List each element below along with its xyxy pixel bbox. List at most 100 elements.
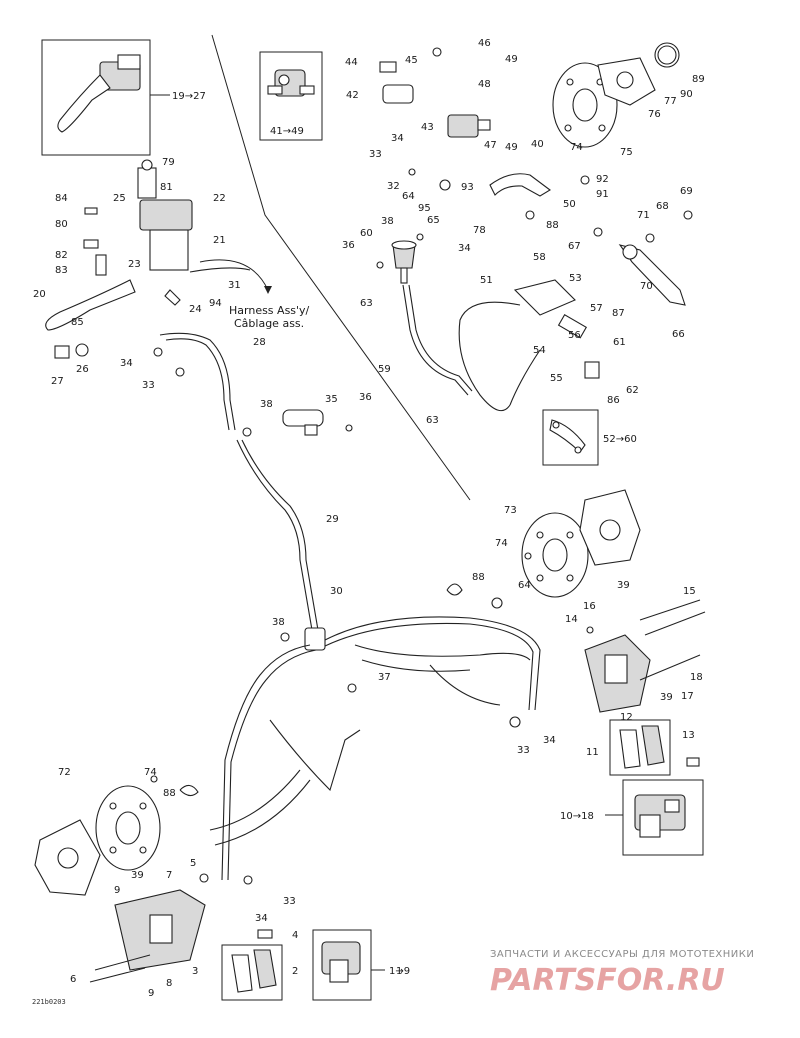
o-ring-89: [654, 42, 680, 68]
callout-29: 29: [326, 514, 339, 525]
frame-tubes: [209, 644, 531, 846]
callout-49a: 49: [505, 54, 518, 65]
callout-53: 53: [569, 273, 582, 284]
callout-88a: 88: [546, 220, 559, 231]
callout-95: 95: [418, 203, 431, 214]
callout-57: 57: [590, 303, 603, 314]
callout-30: 30: [330, 586, 343, 597]
callout-94: 94: [209, 298, 222, 309]
callout-70: 70: [640, 281, 653, 292]
watermark-tagline: ЗАПЧАСТИ И АКСЕССУАРЫ ДЛЯ МОТОТЕХНИКИ: [490, 949, 754, 960]
callout-24: 24: [189, 304, 202, 315]
harness-pointer: [199, 259, 269, 291]
watermark-brand: PARTSFOR.RU: [490, 963, 725, 998]
callout-2: 2: [292, 966, 298, 977]
callout-61: 61: [613, 337, 626, 348]
group-ref-1-9: 1→9: [389, 966, 410, 977]
callout-21: 21: [213, 235, 226, 246]
front-hub-right: [579, 489, 641, 566]
caliper-bracket-50: [489, 173, 551, 197]
callout-9b: 9: [148, 988, 154, 999]
callout-69: 69: [680, 186, 693, 197]
callout-39a: 39: [617, 580, 630, 591]
callout-72: 72: [58, 767, 71, 778]
inset-master-cylinder-box: [41, 39, 170, 156]
callout-91: 91: [596, 189, 609, 200]
callout-33d: 33: [283, 896, 296, 907]
callout-64a: 64: [402, 191, 415, 202]
callout-38b: 38: [381, 216, 394, 227]
callout-56: 56: [568, 330, 581, 341]
reservoir-60: [391, 240, 417, 284]
reservoir-hose-59: [402, 284, 473, 396]
callout-87: 87: [612, 308, 625, 319]
brake-hose-28: [159, 332, 236, 431]
callout-74a: 74: [570, 142, 583, 153]
small-hardware: [150, 47, 700, 939]
callout-62: 62: [626, 385, 639, 396]
callout-16: 16: [583, 601, 596, 612]
callout-42: 42: [346, 90, 359, 101]
callout-36a: 36: [359, 392, 372, 403]
diagram-code: 221b0203: [32, 998, 66, 1006]
brake-hose-29: [236, 439, 319, 631]
callout-labels: 1 2 3 4 5 6 7 8 9 9 11 12 13 14 15 16 17…: [33, 38, 705, 999]
front-master-cylinder: [45, 159, 251, 359]
callout-32: 32: [387, 181, 400, 192]
callout-6: 6: [70, 974, 76, 985]
callout-90: 90: [680, 89, 693, 100]
callout-37: 37: [378, 672, 391, 683]
inset-caliper-box-10: [605, 779, 704, 856]
callout-35: 35: [325, 394, 338, 405]
callout-76: 76: [648, 109, 661, 120]
callout-92: 92: [596, 174, 609, 185]
callout-63b: 63: [426, 415, 439, 426]
callout-14: 14: [565, 614, 578, 625]
callout-11: 11: [586, 747, 599, 758]
callout-3: 3: [192, 966, 198, 977]
callout-60: 60: [360, 228, 373, 239]
callout-28: 28: [253, 337, 266, 348]
callout-43: 43: [421, 122, 434, 133]
callout-1: 1: [396, 966, 402, 977]
callout-8: 8: [166, 978, 172, 989]
callout-9a: 9: [114, 885, 120, 896]
callout-39b: 39: [660, 692, 673, 703]
harness-arrowhead: [264, 286, 272, 294]
callout-77: 77: [664, 96, 677, 107]
callout-66: 66: [672, 329, 685, 340]
rear-caliper-43: [447, 114, 491, 138]
rear-hub-76: [597, 57, 656, 106]
callout-34e: 34: [255, 913, 268, 924]
callout-27: 27: [51, 376, 64, 387]
harness-label-line-1: Harness Ass'y/: [229, 304, 310, 317]
group-ref-52-60: 52→60: [603, 434, 637, 445]
callout-18: 18: [690, 672, 703, 683]
callout-55: 55: [550, 373, 563, 384]
group-ref-41-49: 41→49: [270, 126, 304, 137]
callout-33a: 33: [369, 149, 382, 160]
callout-67: 67: [568, 241, 581, 252]
callout-75: 75: [620, 147, 633, 158]
callout-86: 86: [607, 395, 620, 406]
callout-71: 71: [637, 210, 650, 221]
callout-33c: 33: [517, 745, 530, 756]
inset-caliper-box-52: [542, 409, 599, 466]
callout-7: 7: [166, 870, 172, 881]
callout-83: 83: [55, 265, 68, 276]
inset-caliper-box-1: [312, 929, 385, 1001]
brake-lines-lower: [221, 616, 541, 881]
callout-93: 93: [461, 182, 474, 193]
callout-81: 81: [160, 182, 173, 193]
group-ref-labels: 19→27 41→49 52→60 10→18 1→9: [172, 91, 637, 977]
distribution-tee-30: [304, 627, 326, 651]
callout-73: 73: [504, 505, 517, 516]
front-caliper-12: [584, 599, 706, 713]
callout-88b: 88: [472, 572, 485, 583]
callout-82: 82: [55, 250, 68, 261]
callout-20: 20: [33, 289, 46, 300]
callout-45: 45: [405, 55, 418, 66]
callout-40: 40: [531, 139, 544, 150]
callout-34b: 34: [120, 358, 133, 369]
